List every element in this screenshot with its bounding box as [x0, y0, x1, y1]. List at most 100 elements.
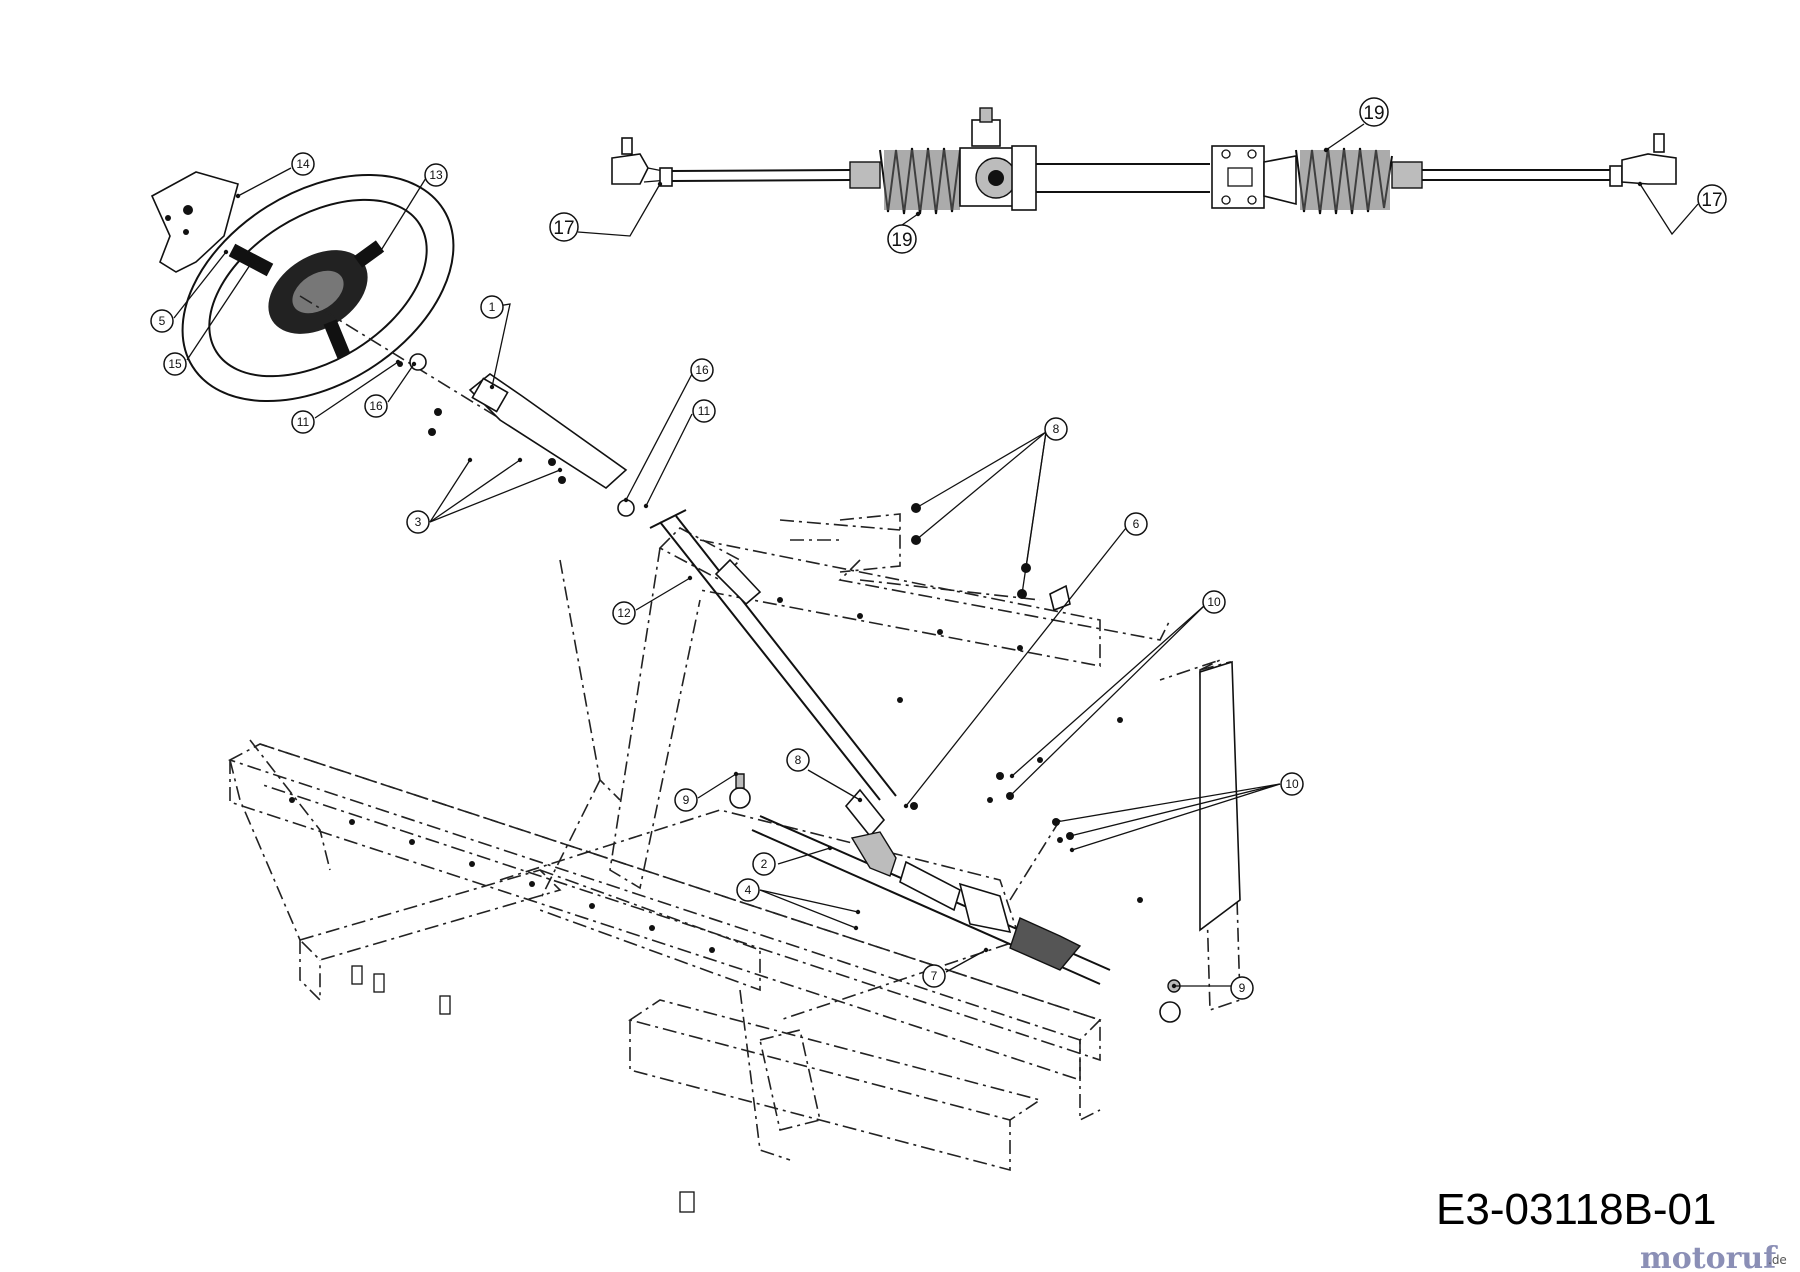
callout-10: 10 [1053, 772, 1304, 853]
leader-dot [915, 211, 921, 217]
callout-circle [424, 163, 448, 187]
callout-circle [1697, 184, 1727, 214]
leader-dot [853, 925, 859, 931]
watermark-logo: motoruf .de [1640, 1241, 1787, 1272]
callout-number: 10 [1285, 777, 1299, 791]
leader-line [645, 413, 693, 507]
leader-line [577, 183, 661, 237]
callout-10: 10 [1007, 590, 1226, 799]
callout-13: 13 [377, 163, 448, 255]
callout-9: 9 [1171, 976, 1254, 1000]
callout-number: 17 [1701, 190, 1722, 211]
callout-circle [480, 295, 504, 319]
leader-line [1069, 783, 1281, 837]
callout-number: 6 [1133, 517, 1140, 531]
leader-dot [1067, 833, 1073, 839]
callout-circle [674, 788, 698, 812]
leader-line [905, 527, 1127, 807]
leader-line [1011, 605, 1205, 777]
leader-dot [1009, 773, 1015, 779]
tie-rod-end-left [611, 137, 673, 187]
leader-line [1055, 783, 1281, 823]
leader-dot [913, 505, 919, 511]
callout-2: 2 [752, 845, 833, 876]
callout-circle [922, 964, 946, 988]
callout-5: 5 [150, 249, 229, 333]
steering-column-upper [252, 256, 635, 517]
callout-11: 11 [643, 399, 716, 509]
callout-number: 11 [698, 404, 711, 418]
callout-15: 15 [163, 259, 255, 376]
callout-circle [291, 410, 315, 434]
leader-line [697, 773, 737, 799]
steering-rack-installed [729, 772, 1181, 1023]
callout-number: 3 [415, 515, 422, 529]
leader-line [635, 577, 691, 611]
callout-circle [406, 510, 430, 534]
callout-number: 12 [617, 606, 631, 620]
callout-number: 14 [296, 157, 310, 171]
callout-number: 9 [683, 793, 690, 807]
callout-number: 2 [761, 857, 768, 871]
callout-11: 11 [291, 359, 401, 434]
callout-number: 19 [1363, 103, 1384, 124]
leader-line [429, 459, 521, 523]
pinion-housing [959, 107, 1037, 211]
callout-circle [690, 358, 714, 382]
leader-line [429, 459, 471, 523]
callout-6: 6 [903, 512, 1148, 809]
leader-line [237, 167, 292, 197]
leader-line [1009, 605, 1205, 797]
callout-circle [1280, 772, 1304, 796]
leader-dot [517, 457, 523, 463]
leader-dot [377, 249, 383, 255]
callout-3: 3 [406, 457, 563, 534]
leader-dot [1007, 793, 1013, 799]
leader-line [901, 213, 919, 226]
callout-17: 17 [1637, 181, 1727, 236]
leader-dot [855, 909, 861, 915]
callout-circle [887, 224, 917, 254]
leader-line [625, 373, 693, 501]
callout-number: 4 [745, 883, 752, 897]
leader-line [1071, 783, 1281, 851]
leader-dot [489, 384, 495, 390]
callout-16: 16 [364, 361, 417, 418]
leader-dot [657, 181, 663, 187]
callout-number: 1 [489, 300, 496, 314]
steering-wheel [181, 173, 455, 403]
callout-12: 12 [612, 575, 693, 625]
watermark-suffix: .de [1768, 1253, 1787, 1267]
leader-line [1325, 123, 1365, 151]
callout-circle [549, 212, 579, 242]
callout-7: 7 [922, 947, 989, 988]
callout-1: 1 [480, 295, 511, 390]
callout-circle [692, 399, 716, 423]
callout-number: 8 [1053, 422, 1060, 436]
leader-dot [411, 361, 417, 367]
leader-dot [249, 259, 255, 265]
leader-dot [395, 359, 401, 365]
callout-circle [786, 748, 810, 772]
callout-number: 15 [168, 357, 182, 371]
leader-line [1639, 183, 1699, 236]
callout-4: 4 [736, 878, 861, 931]
leader-dot [1069, 847, 1075, 853]
callout-16: 16 [623, 358, 714, 503]
bellows-left [849, 147, 961, 215]
callout-8: 8 [913, 417, 1068, 597]
callout-circle [752, 852, 776, 876]
callout-circle [1124, 512, 1148, 536]
callout-circle [1202, 590, 1226, 614]
callout-circle [1044, 417, 1068, 441]
watermark-text: motoruf [1640, 1241, 1778, 1272]
leader-line [1021, 431, 1047, 595]
callout-number: 13 [429, 168, 443, 182]
leader-line [915, 431, 1047, 509]
leader-dot [983, 947, 989, 953]
leader-line [186, 261, 253, 361]
callout-circle [150, 309, 174, 333]
callout-circle [1230, 976, 1254, 1000]
